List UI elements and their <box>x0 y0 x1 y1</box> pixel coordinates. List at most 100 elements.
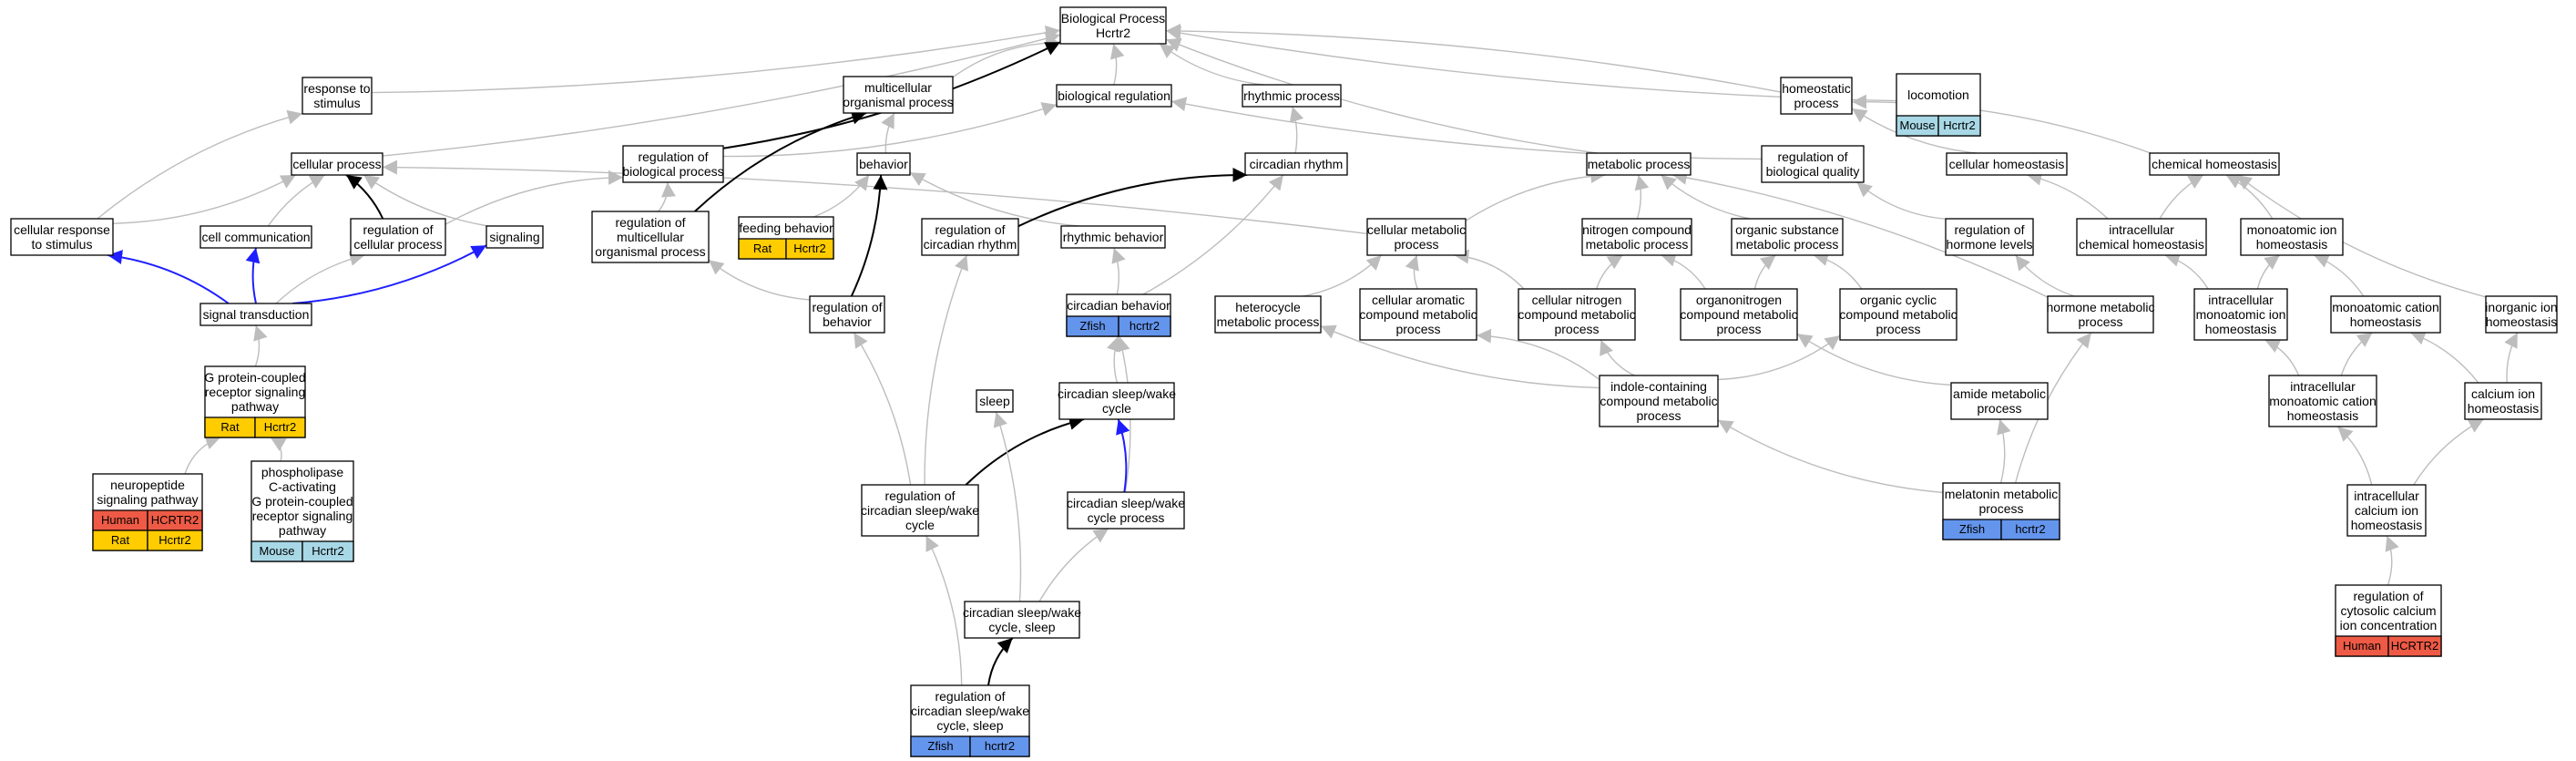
edge-intrachem-to-chemhomeo <box>2159 174 2204 220</box>
node-sleep[interactable]: sleep <box>976 389 1014 413</box>
node-bioreg[interactable]: biological regulation <box>1056 84 1172 108</box>
edge-indole-to-cellnitro <box>1600 339 1635 376</box>
node-label-line: circadian rhythm <box>924 237 1017 252</box>
gene-symbol: hcrtr2 <box>1130 319 1160 333</box>
node-cellcomm[interactable]: cell communication <box>199 225 312 249</box>
node-chemhomeo[interactable]: chemical homeostasis <box>2149 152 2280 176</box>
node-label-line: chemical homeostasis <box>2079 237 2204 252</box>
node-box <box>1059 6 1167 45</box>
node-label-line: process <box>2078 314 2122 329</box>
node-label-line: signaling pathway <box>97 492 198 507</box>
node-label-line: circadian behavior <box>1067 298 1170 313</box>
node-label-line: receptor signaling <box>252 509 353 523</box>
node-box <box>1945 218 2034 256</box>
node-label-line: process <box>1716 322 1761 336</box>
node-label-line: intracellular <box>2109 222 2174 237</box>
node-label-line: process <box>1978 501 2023 516</box>
node-box <box>1244 152 1348 176</box>
node-label-line: process <box>1794 96 1838 110</box>
node-label-line: cycle <box>1102 401 1131 416</box>
node-label-line: organic substance <box>1735 222 1839 237</box>
node-sigtrans[interactable]: signal transduction <box>199 303 312 326</box>
node-label-line: compound metabolic <box>1600 394 1717 408</box>
edge-cellmetab-to-metab <box>1465 169 1606 221</box>
edge-melatonin-to-indole <box>1717 419 1944 494</box>
node-box <box>976 389 1014 413</box>
node-rhythbeh[interactable]: rhythmic behavior <box>1060 225 1166 249</box>
edge-cellarom-to-cellmetab <box>1405 254 1419 290</box>
node-label-line: inorganic ion <box>2485 300 2557 314</box>
node-box <box>861 484 979 537</box>
node-cellproc[interactable]: cellular process <box>291 152 383 176</box>
node-label-line: biological regulation <box>1058 88 1170 103</box>
node-label-line: to stimulus <box>32 237 93 252</box>
node-label-line: intracellular <box>2290 379 2356 394</box>
node-label-line: compound metabolic <box>1680 307 1797 322</box>
edge-sigtrans-to-signaling <box>292 244 487 304</box>
edge-neuro-to-gpcr <box>184 435 221 475</box>
edge-circbeh-to-rhythbeh <box>1111 247 1126 295</box>
node-label-line: regulation of <box>615 215 685 230</box>
node-cellhomeo[interactable]: cellular homeostasis <box>1946 152 2068 176</box>
node-label-line: process <box>1394 237 1438 252</box>
node-metab[interactable]: metabolic process <box>1586 152 1692 176</box>
edge-indole-to-hetero <box>1320 324 1600 389</box>
node-rhythmic[interactable]: rhythmic process <box>1242 84 1342 108</box>
edge-cswcsleep-to-cswcproc <box>1038 528 1109 602</box>
node-box <box>1731 218 1844 256</box>
node-behavior[interactable]: behavior <box>856 152 911 176</box>
node-label-line: biological quality <box>1766 164 1860 179</box>
edge-orgsub-to-metab <box>1661 174 1751 220</box>
species-name: Mouse <box>1899 118 1935 132</box>
node-signaling[interactable]: signaling <box>486 225 544 249</box>
edge-cswc-to-circbeh <box>1107 335 1121 384</box>
node-label-line: metabolic process <box>1588 157 1691 171</box>
node-circrhythm[interactable]: circadian rhythm <box>1244 152 1348 176</box>
